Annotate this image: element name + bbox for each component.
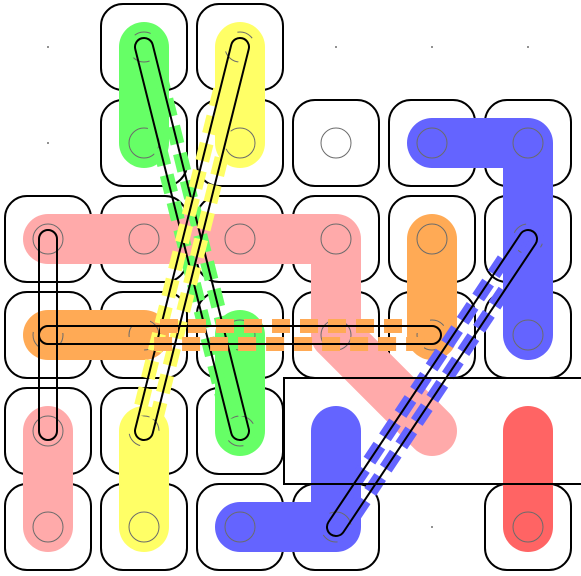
path-layer	[23, 22, 553, 552]
grid-cell[interactable]	[292, 99, 380, 187]
cell-node	[320, 127, 352, 159]
region-box	[283, 377, 581, 485]
bridge-slot[interactable]	[38, 229, 58, 441]
blue-path	[407, 118, 553, 360]
cell-node	[512, 319, 544, 351]
region-layer	[283, 377, 581, 485]
pink-path	[23, 214, 457, 456]
grid-point	[335, 46, 337, 48]
grid-point	[431, 526, 433, 528]
cell-node	[512, 511, 544, 543]
cell-node	[320, 223, 352, 255]
grid-point	[47, 142, 49, 144]
cell-node	[416, 127, 448, 159]
yellow-bridge[interactable]	[127, 31, 257, 447]
cell-node	[512, 127, 544, 159]
cell-node	[224, 223, 256, 255]
blue-path	[215, 406, 361, 552]
cell-node	[224, 511, 256, 543]
grid-point	[431, 46, 433, 48]
cell-node	[416, 223, 448, 255]
bridge-layer	[32, 30, 545, 543]
cell-node	[32, 511, 64, 543]
grid-point	[47, 46, 49, 48]
cell-node	[128, 511, 160, 543]
yellow-bridge-outline	[133, 37, 251, 441]
cell-node	[32, 415, 64, 447]
cell-node	[128, 223, 160, 255]
cell-node	[32, 223, 64, 255]
grid-point	[527, 46, 529, 48]
